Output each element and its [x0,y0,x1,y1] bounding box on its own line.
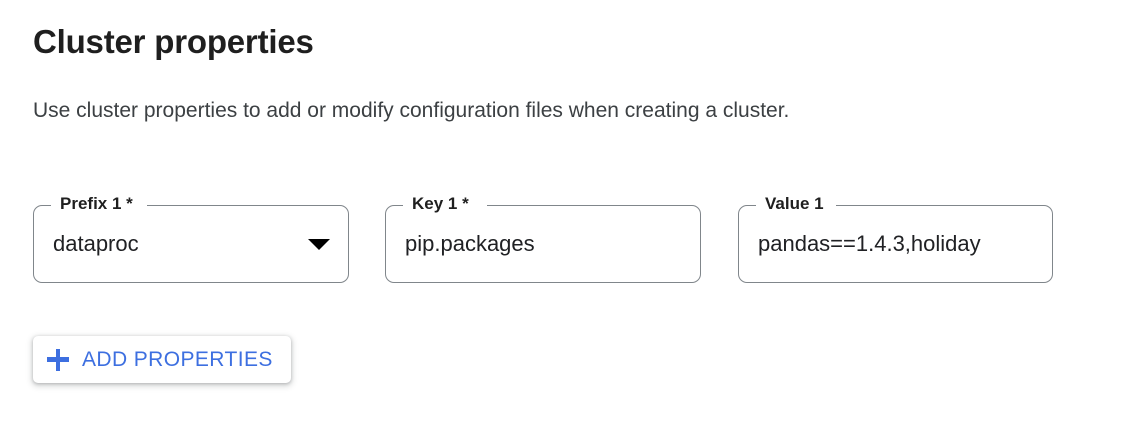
page-title: Cluster properties [33,23,314,60]
value-input-value: pandas==1.4.3,holiday [758,231,981,256]
add-properties-button[interactable]: ADD PROPERTIES [33,336,291,383]
value-input-field[interactable]: Value 1 pandas==1.4.3,holiday [738,193,1053,283]
prefix-select-field[interactable]: Prefix 1 * dataproc [33,193,349,283]
chevron-down-icon[interactable] [308,238,330,250]
key-input-value: pip.packages [405,231,535,256]
prefix-selected-value: dataproc [53,231,139,256]
prefix-field-label: Prefix 1 * [56,193,137,215]
key-input-control[interactable]: pip.packages [386,206,700,282]
page-description: Use cluster properties to add or modify … [33,99,790,122]
value-field-label: Value 1 [761,193,828,215]
prefix-select-control[interactable]: dataproc [34,206,348,282]
key-input-field[interactable]: Key 1 * pip.packages [385,193,701,283]
key-field-label: Key 1 * [408,193,473,215]
plus-icon [47,348,69,371]
add-properties-label: ADD PROPERTIES [82,347,273,371]
properties-row: Prefix 1 * dataproc Key 1 * pip.packages… [0,193,1122,285]
value-input-control[interactable]: pandas==1.4.3,holiday [739,206,1052,282]
